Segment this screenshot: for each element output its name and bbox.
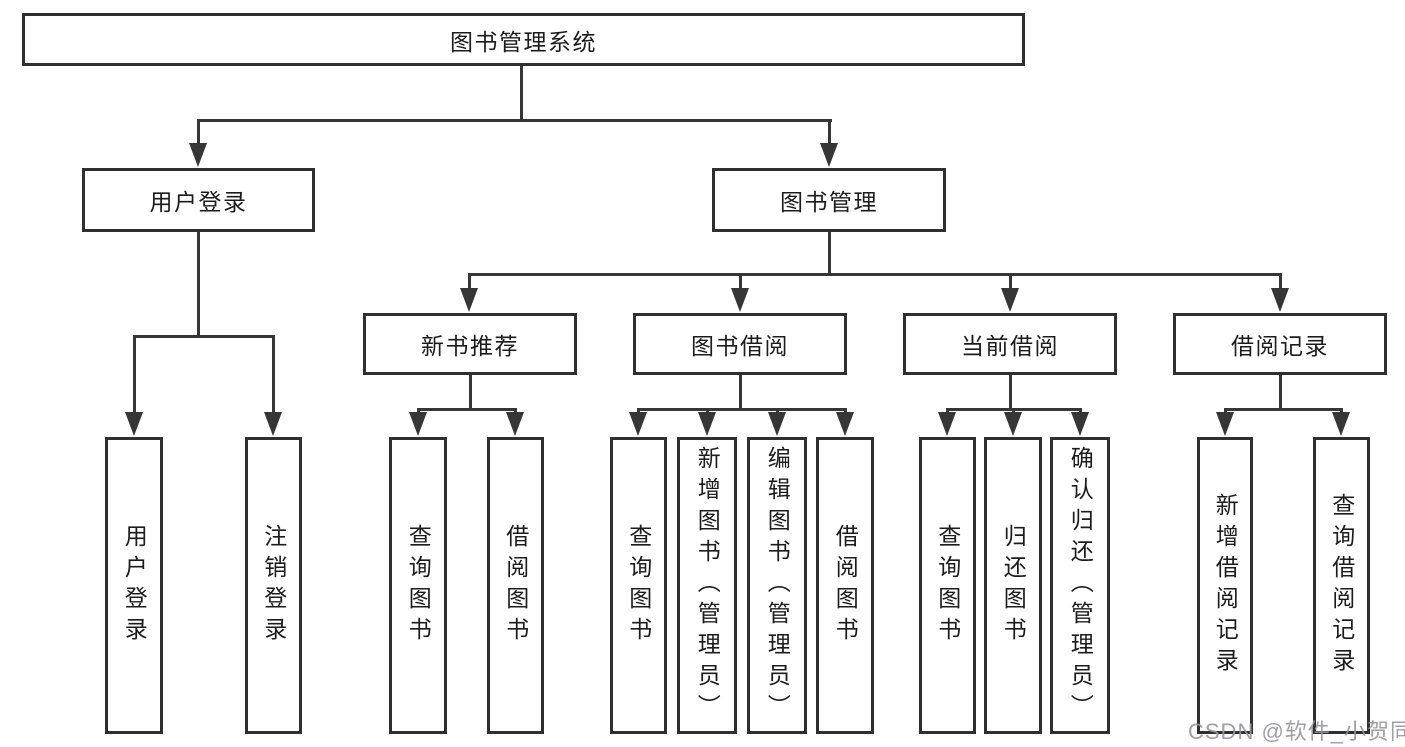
connector-line [468, 273, 1282, 276]
arrow-down-icon [409, 412, 427, 436]
leaf-add-borrow-record: 新增借阅记录 [1197, 437, 1253, 734]
arrow-down-icon [836, 412, 854, 436]
arrow-down-icon [125, 412, 143, 436]
connector-line [197, 232, 200, 335]
connector-line [1279, 375, 1282, 408]
node-root-label: 图书管理系统 [450, 28, 597, 55]
leaf-user-login-label: 用户登录 [121, 523, 148, 648]
leaf-logout-label: 注销登录 [260, 523, 287, 648]
node-user-login: 用户登录 [82, 168, 315, 232]
leaf-borrow-books-recommend: 借阅图书 [487, 437, 544, 734]
arrow-down-icon [938, 412, 956, 436]
node-root: 图书管理系统 [22, 13, 1025, 66]
leaf-borrow-books-borrowing: 借阅图书 [816, 437, 874, 734]
leaf-query-books-recommend: 查询图书 [389, 437, 447, 734]
leaf-return-book-label: 归还图书 [1000, 523, 1027, 648]
connector-line [133, 335, 136, 415]
leaf-user-login: 用户登录 [105, 437, 163, 734]
arrow-down-icon [1001, 288, 1019, 312]
connector-line [828, 119, 831, 147]
node-book-management: 图书管理 [712, 168, 946, 232]
connector-line [469, 375, 472, 408]
connector-line [133, 335, 275, 338]
connector-line [739, 273, 742, 293]
arrow-down-icon [1071, 412, 1089, 436]
leaf-query-books-borrowing-label: 查询图书 [625, 523, 652, 648]
connector-line [197, 119, 200, 147]
arrow-down-icon [698, 412, 716, 436]
arrow-down-icon [629, 412, 647, 436]
connector-line [417, 408, 517, 411]
connector-line [1009, 273, 1012, 293]
arrow-down-icon [1332, 412, 1350, 436]
arrow-down-icon [1216, 412, 1234, 436]
connector-line [1009, 375, 1012, 408]
connector-line [739, 375, 742, 408]
watermark: CSDN @软件_小贺同学 [1188, 719, 1405, 744]
connector-line [1279, 273, 1282, 293]
node-current-borrowing: 当前借阅 [903, 313, 1117, 375]
node-user-login-label: 用户登录 [149, 189, 248, 215]
arrow-down-icon [189, 143, 207, 167]
arrow-down-icon [731, 288, 749, 312]
connector-line [637, 408, 847, 411]
node-current-borrowing-label: 当前借阅 [961, 333, 1059, 359]
connector-line [1224, 408, 1342, 411]
arrow-down-icon [460, 288, 478, 312]
arrow-down-icon [506, 412, 524, 436]
node-borrow-records-label: 借阅记录 [1231, 333, 1329, 359]
leaf-borrow-books-recommend-label: 借阅图书 [502, 523, 529, 648]
node-book-borrowing: 图书借阅 [633, 313, 847, 375]
arrow-down-icon [820, 143, 838, 167]
leaf-query-books-recommend-label: 查询图书 [405, 523, 432, 648]
leaf-query-books-current: 查询图书 [919, 437, 976, 734]
arrow-down-icon [1271, 288, 1289, 312]
leaf-query-borrow-record-label: 查询借阅记录 [1328, 492, 1355, 679]
connector-line [520, 66, 523, 119]
leaf-edit-book-admin-label: 编辑图书（管理员） [764, 446, 791, 725]
leaf-confirm-return-admin-label: 确认归还（管理员） [1067, 446, 1094, 725]
node-new-book-recommend: 新书推荐 [363, 313, 577, 375]
leaf-return-book: 归还图书 [984, 437, 1042, 734]
node-book-management-label: 图书管理 [780, 189, 878, 215]
leaf-query-borrow-record: 查询借阅记录 [1313, 437, 1370, 734]
arrow-down-icon [264, 412, 282, 436]
connector-line [828, 232, 831, 273]
leaf-logout: 注销登录 [245, 437, 302, 734]
connector-line [272, 335, 275, 415]
leaf-edit-book-admin: 编辑图书（管理员） [747, 437, 807, 734]
arrow-down-icon [1004, 412, 1022, 436]
leaf-add-book-admin-label: 新增图书（管理员） [694, 446, 721, 725]
leaf-query-books-current-label: 查询图书 [934, 523, 961, 648]
connector-line [468, 273, 471, 293]
node-new-book-recommend-label: 新书推荐 [421, 333, 519, 359]
leaf-borrow-books-borrowing-label: 借阅图书 [832, 523, 859, 648]
node-book-borrowing-label: 图书借阅 [691, 333, 789, 359]
leaf-add-borrow-record-label: 新增借阅记录 [1212, 492, 1239, 679]
leaf-query-books-borrowing: 查询图书 [610, 437, 667, 734]
node-borrow-records: 借阅记录 [1173, 313, 1387, 375]
arrow-down-icon [768, 412, 786, 436]
leaf-confirm-return-admin: 确认归还（管理员） [1050, 437, 1110, 734]
leaf-add-book-admin: 新增图书（管理员） [677, 437, 737, 734]
connector-line [197, 119, 832, 122]
